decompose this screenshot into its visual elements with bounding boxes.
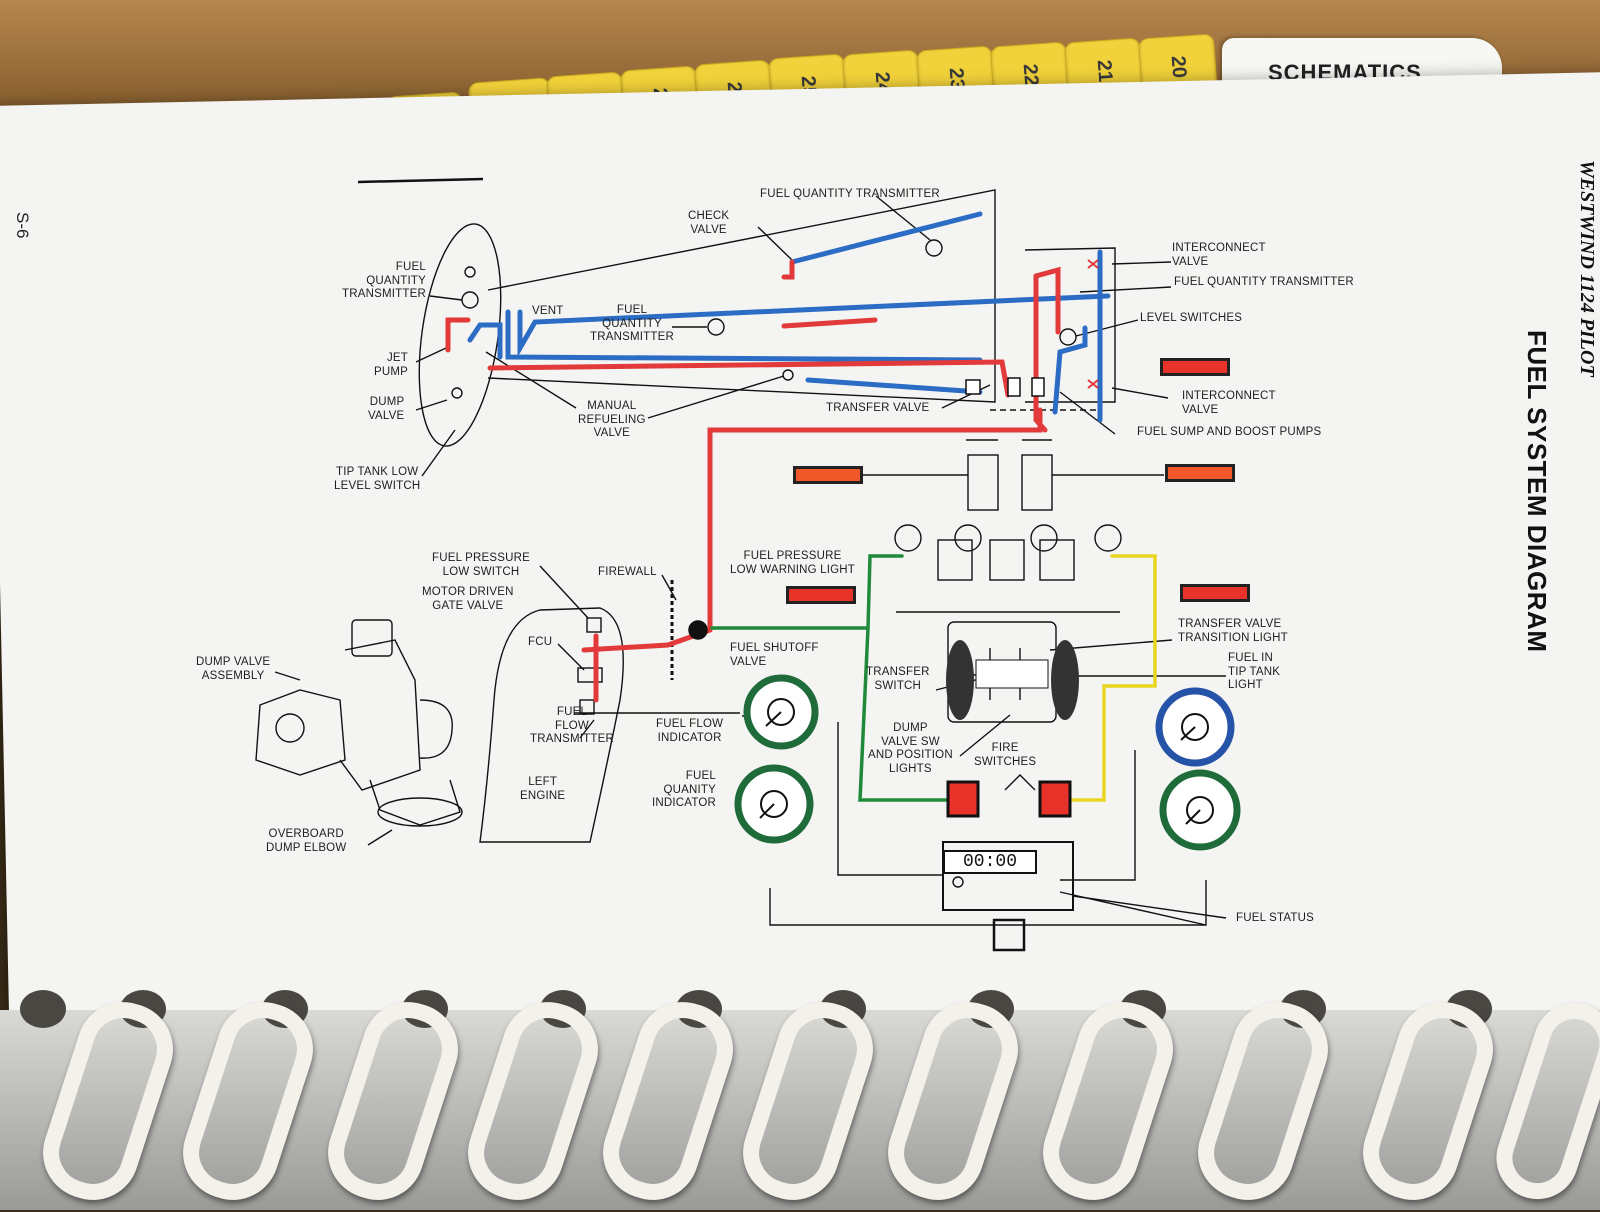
label-fuel-qty-transmitter-top: FUEL QUANTITY TRANSMITTER <box>760 188 940 200</box>
label-fuel-sump-boost: FUEL SUMP AND BOOST PUMPS <box>1137 426 1322 438</box>
label-fuel-quantity-indicator: FUEL QUANITY INDICATOR <box>652 770 716 809</box>
label-dump-valve-sw: DUMP VALVE SW AND POSITION LIGHTS <box>868 722 953 775</box>
fuel-shutoff-valve-icon <box>688 620 708 640</box>
fuel-press-low-light-right <box>1180 584 1250 602</box>
fuel-lines <box>445 259 1061 703</box>
fuel-qty-transmitter-left <box>461 291 479 309</box>
binding-hole <box>262 990 308 1028</box>
label-manual-refueling: MANUAL REFUELING VALVE <box>578 400 646 439</box>
fuel-level-low-light <box>1160 358 1230 376</box>
right-boost-pump-light <box>1165 464 1235 482</box>
vent-lines <box>467 211 1111 423</box>
label-fuel-qty-transmitter-left: FUEL QUANTITY TRANSMITTER <box>342 261 426 300</box>
fuel-qty-transmitter-top <box>925 239 943 257</box>
tip-tank-outline <box>418 223 502 447</box>
label-fuel-flow-indicator: FUEL FLOW INDICATOR <box>656 718 724 744</box>
label-left-engine: LEFT ENGINE <box>520 776 566 802</box>
binding-hole <box>820 990 866 1028</box>
label-motor-driven-gate: MOTOR DRIVEN GATE VALVE <box>422 586 514 612</box>
label-firewall: FIREWALL <box>598 566 657 578</box>
binding-hole <box>676 990 722 1028</box>
label-fire-switches: FIRE SWITCHES <box>974 742 1037 768</box>
fuel-status-readout: 00:00 <box>943 850 1037 874</box>
label-level-switches: LEVEL SWITCHES <box>1140 312 1243 324</box>
label-fuel-status: FUEL STATUS <box>1236 912 1315 924</box>
label-vent: VENT <box>532 305 564 317</box>
label-tip-tank-low: TIP TANK LOW LEVEL SWITCH <box>334 466 421 492</box>
fuel-press-low-light-left <box>786 586 856 604</box>
label-fuel-flow-transmitter: FUEL FLOW TRANSMITTER <box>530 706 614 745</box>
fire-switch-left <box>946 780 980 818</box>
label-dump-valve: DUMP VALVE <box>368 396 405 422</box>
label-interconnect-valve-top: INTERCONNECT VALVE <box>1172 242 1266 268</box>
dump-valve-assembly-sketch <box>255 619 463 827</box>
label-transfer-switch: TRANSFER SWITCH <box>866 666 930 692</box>
gauges <box>734 674 1241 851</box>
page-bottom-shadow <box>0 1010 1600 1210</box>
binding-hole <box>120 990 166 1028</box>
label-fuel-pressure-low-switch: FUEL PRESSURE LOW SWITCH <box>432 552 531 578</box>
binding-hole <box>20 990 66 1028</box>
binding-hole <box>540 990 586 1028</box>
fire-switch-right <box>1038 780 1072 818</box>
label-interconnect-valve-bottom: INTERCONNECT VALVE <box>1182 390 1276 416</box>
label-fuel-in-tip-tank: FUEL IN TIP TANK LIGHT <box>1228 652 1281 691</box>
label-fuel-shutoff: FUEL SHUTOFF VALVE <box>730 642 819 668</box>
label-transfer-valve-transition: TRANSFER VALVE TRANSITION LIGHT <box>1178 618 1288 644</box>
binding-hole <box>968 990 1014 1028</box>
label-fuel-pressure-warning: FUEL PRESSURE LOW WARNING LIGHT <box>730 550 856 576</box>
label-overboard-dump: OVERBOARD DUMP ELBOW <box>266 828 347 854</box>
binding-hole <box>1280 990 1326 1028</box>
fuel-qty-transmitter-right <box>1059 328 1077 346</box>
label-dump-valve-assembly: DUMP VALVE ASSEMBLY <box>196 656 271 682</box>
binding-hole <box>1446 990 1492 1028</box>
label-fcu: FCU <box>528 636 553 648</box>
label-transfer-valve: TRANSFER VALVE <box>826 402 930 414</box>
fuel-qty-transmitter-mid <box>707 318 725 336</box>
label-jet-pump: JET PUMP <box>374 352 409 378</box>
binding-hole <box>1120 990 1166 1028</box>
binding-hole <box>402 990 448 1028</box>
left-boost-pump-light <box>793 466 863 484</box>
label-fuel-qty-transmitter-mid: FUEL QUANTITY TRANSMITTER <box>590 304 674 343</box>
label-check-valve: CHECK VALVE <box>688 210 730 236</box>
label-fuel-qty-transmitter-right: FUEL QUANTITY TRANSMITTER <box>1174 276 1354 288</box>
